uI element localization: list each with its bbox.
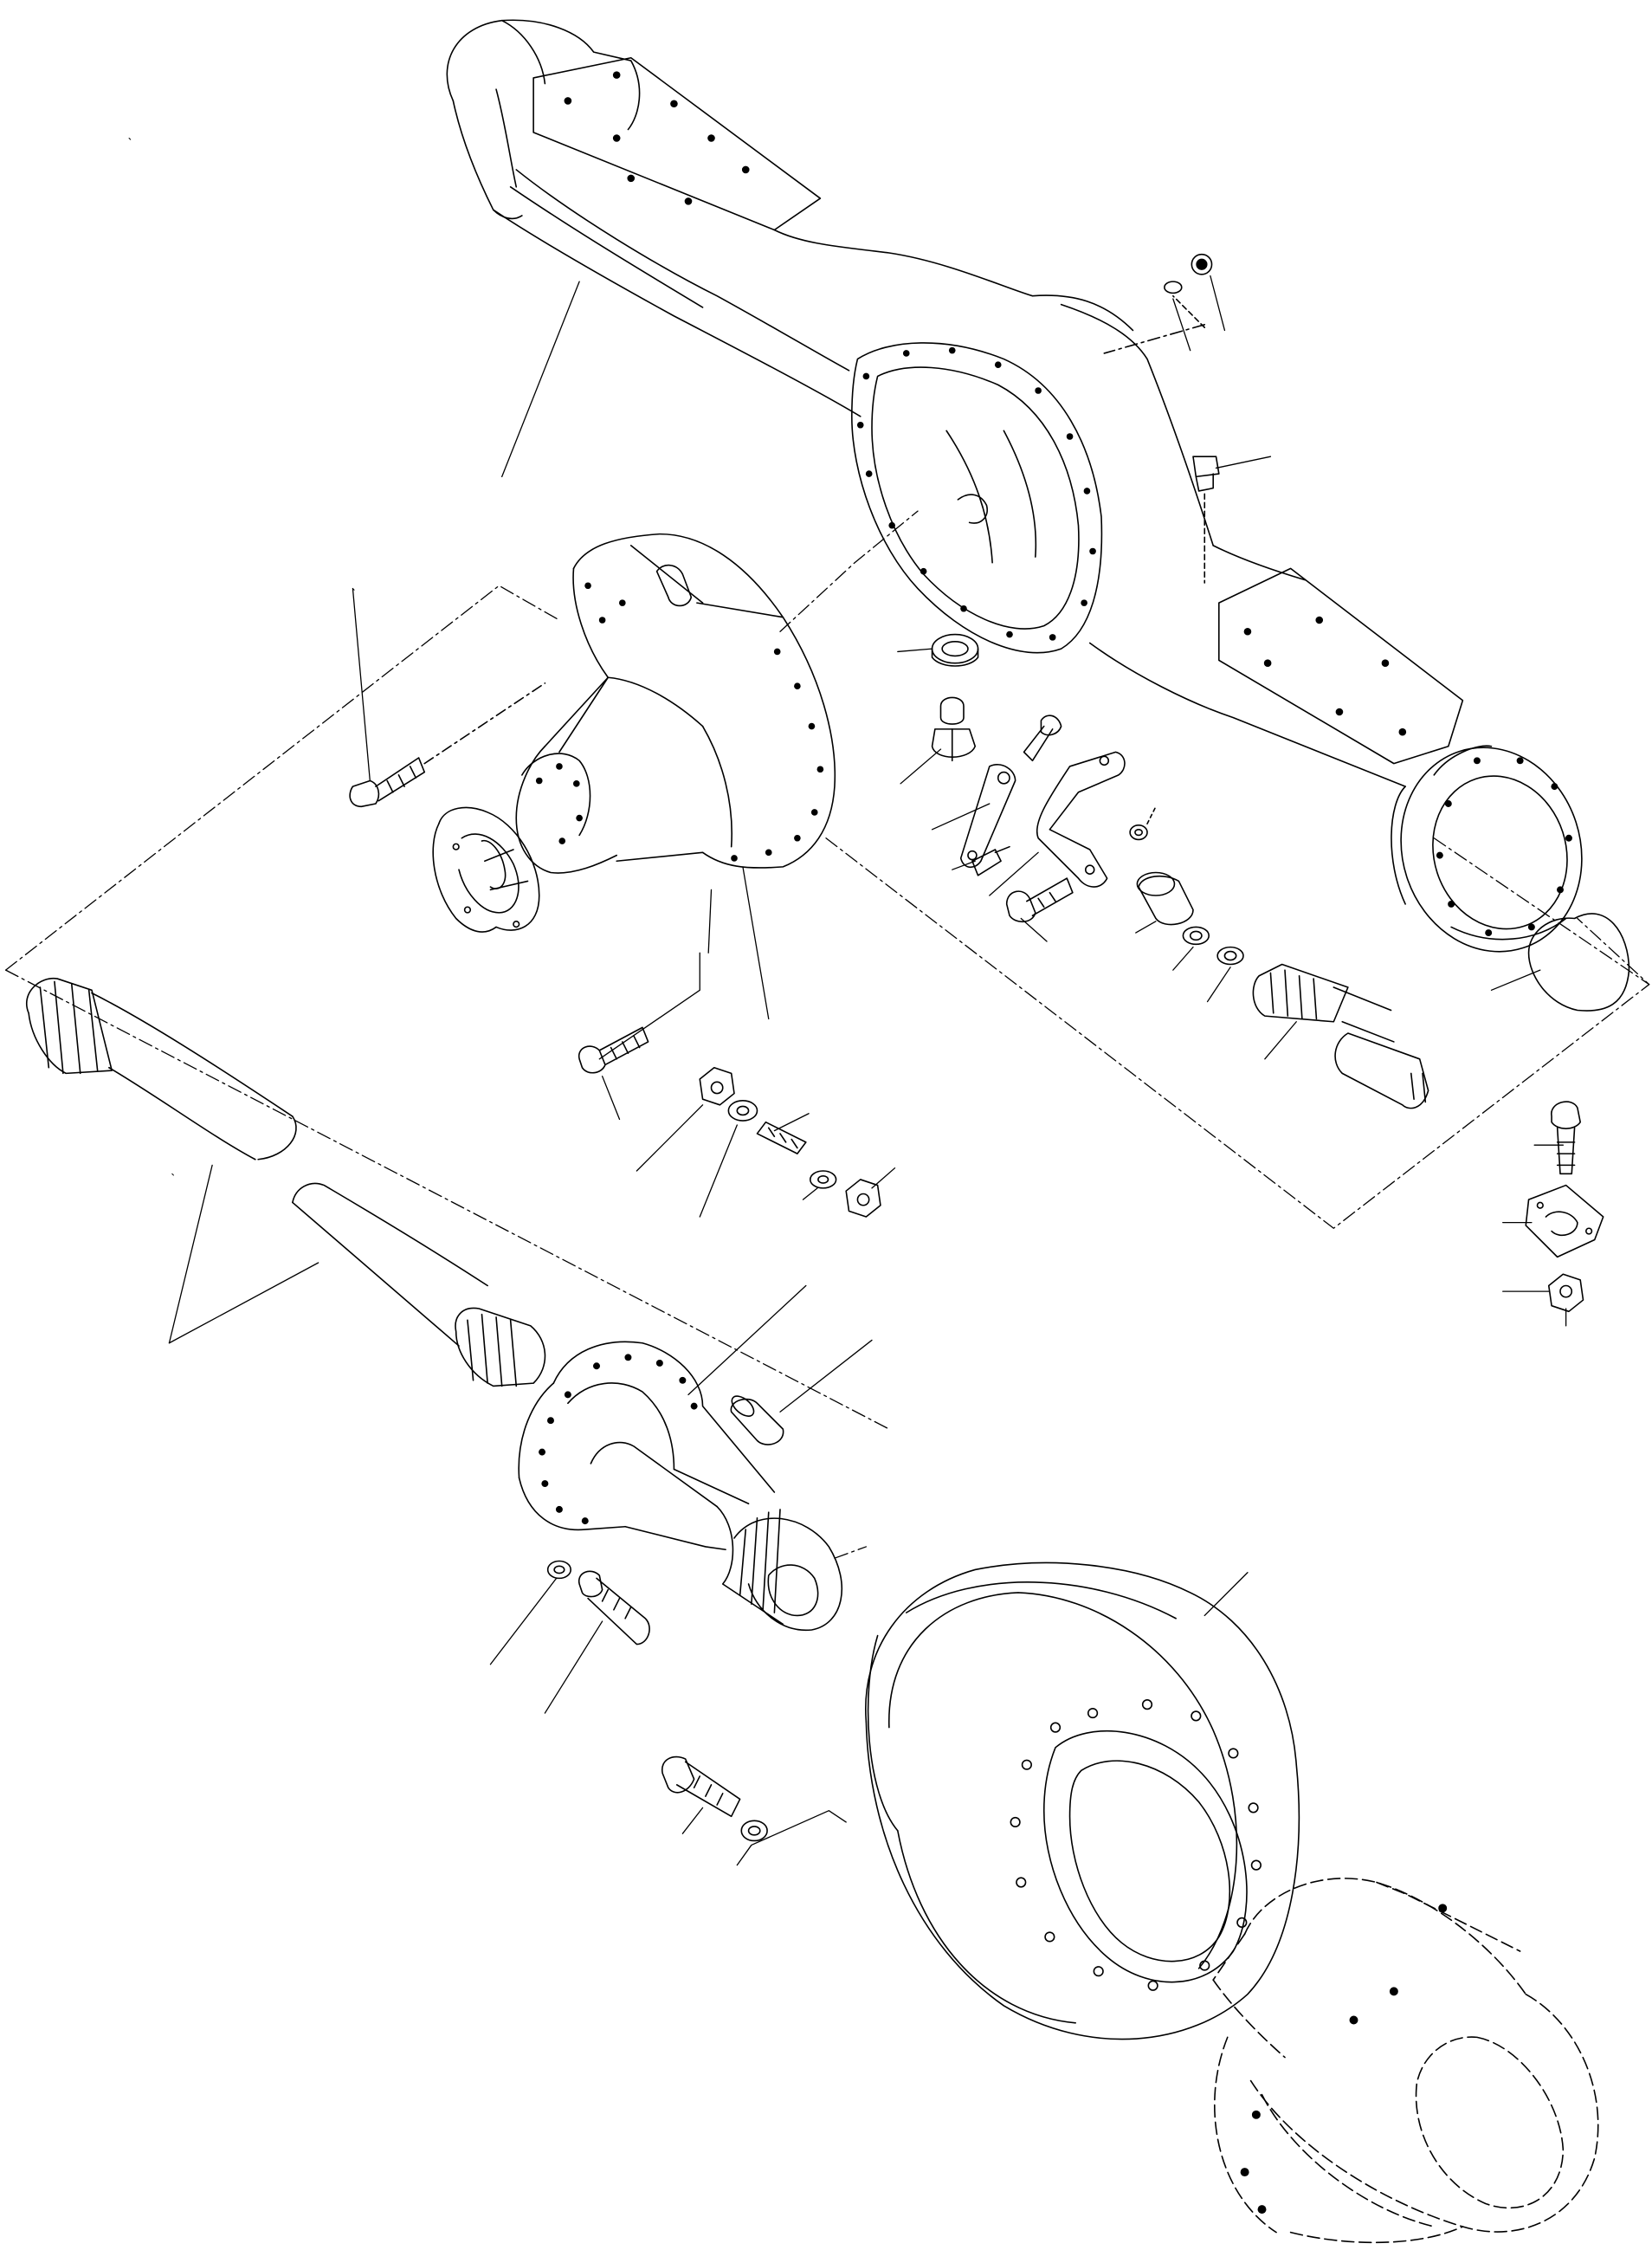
spindle-bolt (579, 1571, 649, 1644)
stud-washer-1 (728, 1101, 757, 1121)
thrust-washer-1 (1183, 927, 1209, 944)
dowel-pin (728, 1393, 783, 1445)
drain-plug (1193, 456, 1219, 583)
spindle-bolt-holes (539, 1354, 698, 1525)
thrust-washer-2 (1217, 947, 1243, 965)
bearing-cap (1526, 1186, 1603, 1258)
wheel-spindle (519, 1342, 842, 1630)
breather-washer (1165, 281, 1204, 327)
brake-drum (866, 1563, 1300, 2040)
pinion-yoke-flange (433, 808, 539, 933)
drum-bolt-holes (1010, 1700, 1261, 1990)
carrier-bolt-holes (535, 582, 824, 862)
spindle-washer (548, 1561, 571, 1579)
bushing-sleeve (1137, 873, 1193, 925)
stud-nut-1 (700, 1068, 734, 1105)
bracket-bolt (1024, 715, 1062, 760)
drum-bolt (662, 1757, 740, 1817)
stud (758, 1122, 806, 1154)
short-axle-shaft (1253, 965, 1428, 1109)
assembly-lines (6, 511, 1649, 1558)
wheel-hub (1213, 1878, 1598, 2242)
carrier-stud-bolt (350, 683, 545, 806)
brake-lever (961, 765, 1016, 868)
lever-washer (1130, 806, 1156, 839)
differential-carrier (516, 534, 835, 873)
stray-marks (129, 139, 354, 1175)
o-ring (1529, 914, 1629, 1011)
brake-bracket-arm (1037, 752, 1125, 887)
hub-stud-dots (1240, 1904, 1448, 2214)
long-axle-shaft (27, 979, 545, 1387)
grease-fitting (972, 847, 1010, 876)
fill-plug (932, 697, 976, 760)
stud-nut-2 (846, 1180, 881, 1217)
stud-washer-2 (810, 1171, 836, 1188)
lever-pivot-bolt (1007, 878, 1073, 921)
housing-bolt-holes (564, 71, 1572, 937)
carrier-bolt (579, 1027, 649, 1072)
cap-nut (1549, 1274, 1584, 1311)
axle-housing (447, 20, 1608, 975)
leader-lines (169, 276, 1565, 1865)
housing-seal (932, 635, 978, 666)
drum-washer (741, 1820, 767, 1840)
cap-bolt (1552, 1102, 1580, 1173)
breather-plug (1191, 255, 1211, 275)
